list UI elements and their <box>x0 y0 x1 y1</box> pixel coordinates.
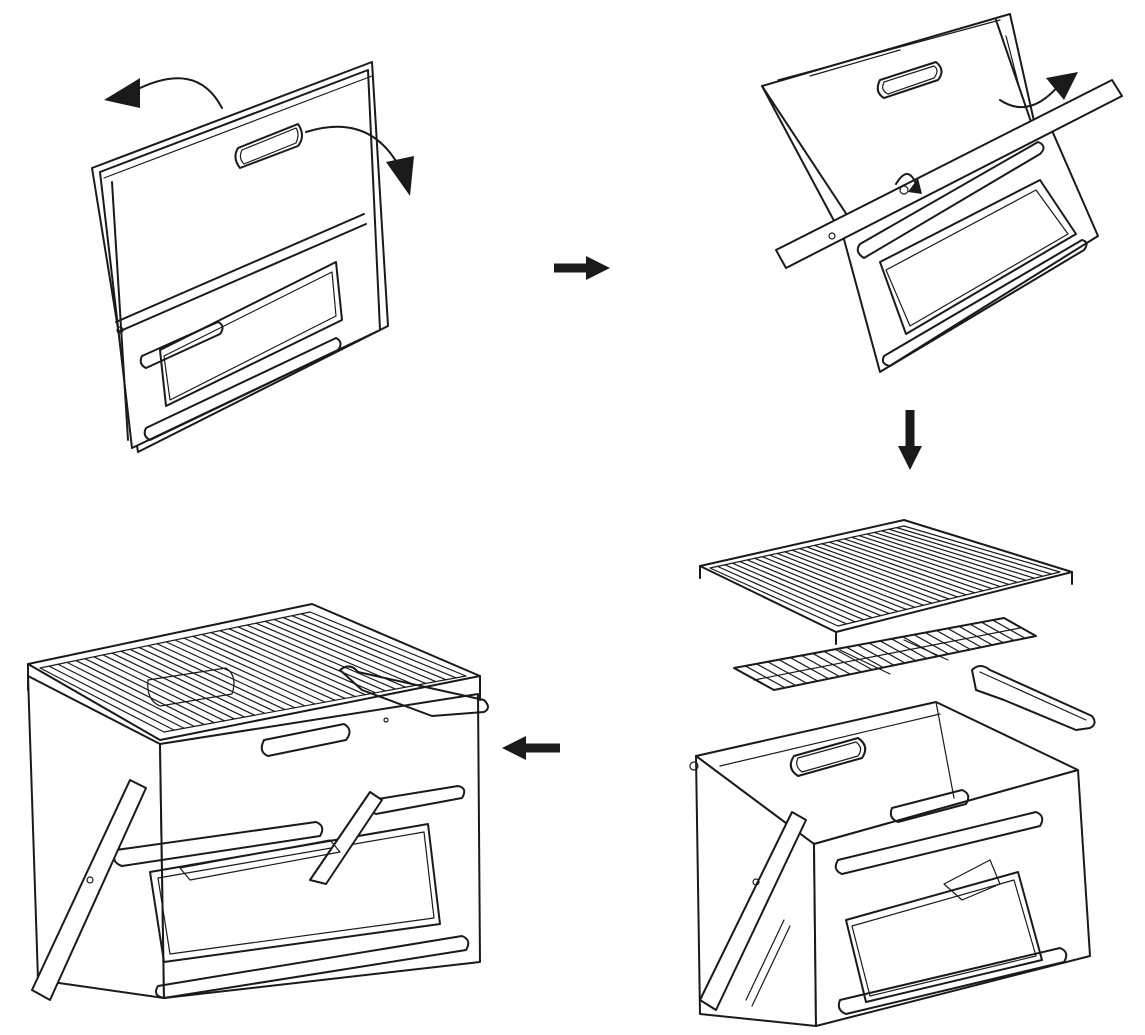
grate-bar <box>791 549 933 604</box>
grate-bar <box>48 665 175 731</box>
grate-bar <box>210 631 356 698</box>
grate-bar <box>716 565 848 625</box>
grate-bar <box>812 652 852 675</box>
grate-bar <box>798 548 942 602</box>
grate-bar <box>102 654 236 720</box>
grate-bar <box>138 646 276 713</box>
step-3-grill-parts-exploded <box>689 519 1096 1027</box>
grate-bar <box>93 656 225 722</box>
grate-bar <box>755 663 797 687</box>
grate-bar <box>992 619 1026 639</box>
grate-bar <box>784 551 924 606</box>
grate-bar <box>228 628 376 694</box>
grate-bar <box>767 661 808 684</box>
grate-bar <box>969 623 1004 644</box>
grate-bar <box>291 615 447 681</box>
grate-bar <box>789 656 830 680</box>
grate-bar <box>57 663 185 729</box>
grate-bar <box>754 557 890 615</box>
arrow-left-icon <box>502 736 560 760</box>
grate-bar <box>744 665 786 689</box>
grate-bar <box>935 629 972 651</box>
grate-bar <box>890 638 928 660</box>
grate-bar <box>778 659 819 682</box>
grate-bar <box>739 560 873 619</box>
grate-bar <box>156 643 296 709</box>
grate-bar <box>746 559 882 617</box>
grate-bar <box>821 543 967 596</box>
grate-bar <box>246 624 397 690</box>
grate-bar <box>111 652 246 718</box>
grate-bar <box>836 539 984 592</box>
grate-bar <box>924 631 961 653</box>
grate-bar <box>823 650 862 673</box>
grate-bar <box>300 613 457 679</box>
grate-bar <box>843 538 993 590</box>
grate-bar <box>724 564 856 623</box>
grate-bar <box>264 620 417 686</box>
grate-bar <box>858 535 1010 586</box>
grate-bar <box>834 648 873 671</box>
arrow-down-icon <box>898 410 922 470</box>
grate-bar <box>75 659 205 726</box>
grate-bar <box>813 544 959 598</box>
arrow-right-icon <box>554 256 610 280</box>
grate-bar <box>201 633 346 700</box>
grate-bar <box>980 621 1015 642</box>
grate-bar <box>165 641 306 707</box>
grill-base-box <box>689 701 1091 1027</box>
grate-bar <box>183 637 326 703</box>
grate-bar <box>947 627 983 648</box>
grill-handle-tool <box>971 665 1096 731</box>
grate-bar <box>888 528 1044 577</box>
grate-bar <box>866 533 1018 583</box>
grate-bar <box>845 646 884 669</box>
grate-bar <box>219 630 366 696</box>
grate-bar <box>129 648 266 714</box>
grate-bar <box>84 658 215 724</box>
grate-bar <box>868 642 906 664</box>
grate-bar <box>828 541 976 594</box>
grate-bar <box>273 618 427 685</box>
step-4-assembled-grill <box>27 603 489 1001</box>
cooking-grate <box>699 519 1073 645</box>
grate-bar <box>147 644 286 711</box>
grate-bar <box>873 531 1027 581</box>
grate-bar <box>881 530 1035 579</box>
grate-bar <box>800 654 841 678</box>
grate-bar <box>120 650 256 716</box>
grate-bar <box>806 546 950 600</box>
step-2-unfolding-grill-frame <box>761 13 1123 373</box>
grate-bar <box>895 527 1053 575</box>
grate-bar <box>879 640 917 662</box>
grate-bar <box>174 639 316 705</box>
grate-bar <box>731 562 865 621</box>
grate-bar <box>958 625 993 646</box>
charcoal-grate <box>733 617 1037 691</box>
grate-bar <box>192 635 336 701</box>
grate-bar <box>857 644 895 666</box>
grate-bar <box>776 552 916 608</box>
grate-bar <box>237 626 387 692</box>
grate-bar <box>851 536 1001 588</box>
grate-bar <box>913 634 950 655</box>
step-1-folded-grill-panel <box>91 61 414 453</box>
grate-bar <box>66 661 195 728</box>
grate-bar <box>769 554 907 610</box>
grate-bar <box>282 616 437 683</box>
grate-bar <box>761 556 899 613</box>
